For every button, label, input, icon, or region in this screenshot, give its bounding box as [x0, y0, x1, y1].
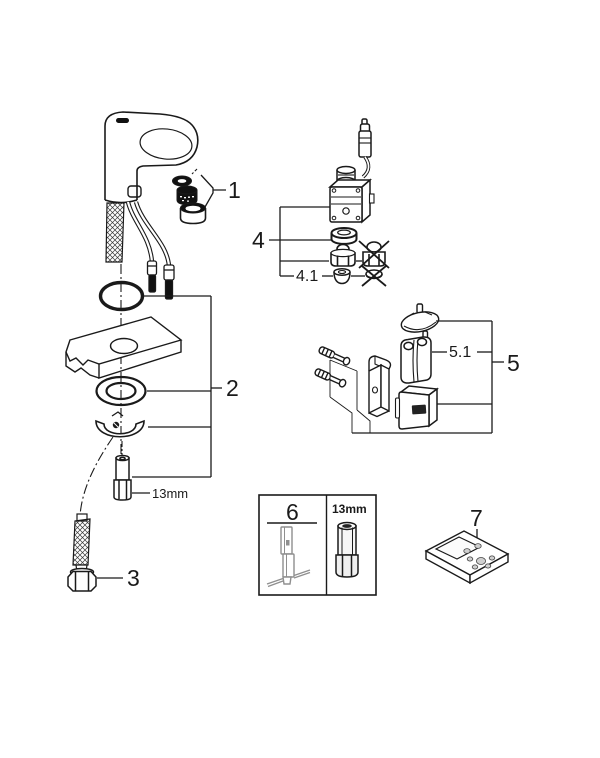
screw-guide-lines	[329, 359, 371, 433]
threaded-stud	[113, 441, 132, 501]
aerator-insert	[176, 185, 198, 206]
mounting-washer	[95, 411, 145, 438]
valve-ring-nut	[330, 227, 358, 245]
gasket-washer	[95, 375, 147, 407]
callout-5	[352, 320, 504, 434]
socket-dimension-label: 13mm	[332, 502, 367, 516]
cable-connector-left	[146, 260, 158, 293]
callout-4	[269, 206, 365, 277]
sensor-front-window	[127, 185, 142, 198]
valve-hex-nut	[330, 243, 356, 267]
mounting-screws	[314, 346, 351, 388]
aerator-housing	[179, 202, 207, 225]
callout-5-1-label: 5.1	[449, 344, 471, 361]
callout-6-label: 6	[286, 499, 299, 525]
battery-holder	[400, 336, 432, 384]
callout-3-label: 3	[127, 565, 140, 591]
sensor-top-window	[116, 118, 129, 123]
wall-bracket	[368, 355, 392, 418]
callout-4-label: 4	[252, 227, 265, 253]
socket-13mm	[335, 521, 359, 578]
callout-1: 1	[200, 174, 241, 208]
remote-buttons	[463, 543, 496, 570]
callout-5-label: 5	[507, 350, 520, 376]
tool-box: 6 13mm	[258, 494, 377, 596]
socket-tool	[266, 526, 311, 588]
aerator-seal	[172, 175, 192, 187]
faucet-body	[104, 111, 199, 204]
crossed-out-nut	[358, 240, 390, 269]
crossed-out-seal	[361, 265, 387, 287]
valve-cable-connector	[358, 118, 372, 158]
battery-cap	[400, 303, 440, 343]
o-ring	[98, 280, 145, 312]
cable-connector-right	[163, 264, 175, 300]
aerator-parts	[172, 168, 207, 225]
faucet-hoses	[105, 201, 175, 300]
sink-deck	[65, 316, 183, 379]
solenoid-valve	[328, 118, 375, 224]
supply-hose	[67, 436, 123, 592]
remote-control	[424, 529, 510, 585]
callout-2	[132, 295, 222, 478]
callout-2-label: 2	[226, 375, 239, 401]
valve-seal-4-1	[333, 268, 351, 285]
stud-dimension-label: 13mm	[152, 486, 188, 501]
callout-7-label: 7	[470, 505, 483, 531]
sensor-cables	[125, 201, 172, 267]
callout-1-label: 1	[228, 177, 241, 203]
stud-dimension-callout: 13mm	[132, 486, 188, 501]
hose-nut	[67, 567, 97, 592]
callout-4-1-label: 4.1	[296, 268, 318, 285]
battery-box	[394, 385, 439, 430]
braided-hose-top	[105, 202, 125, 263]
